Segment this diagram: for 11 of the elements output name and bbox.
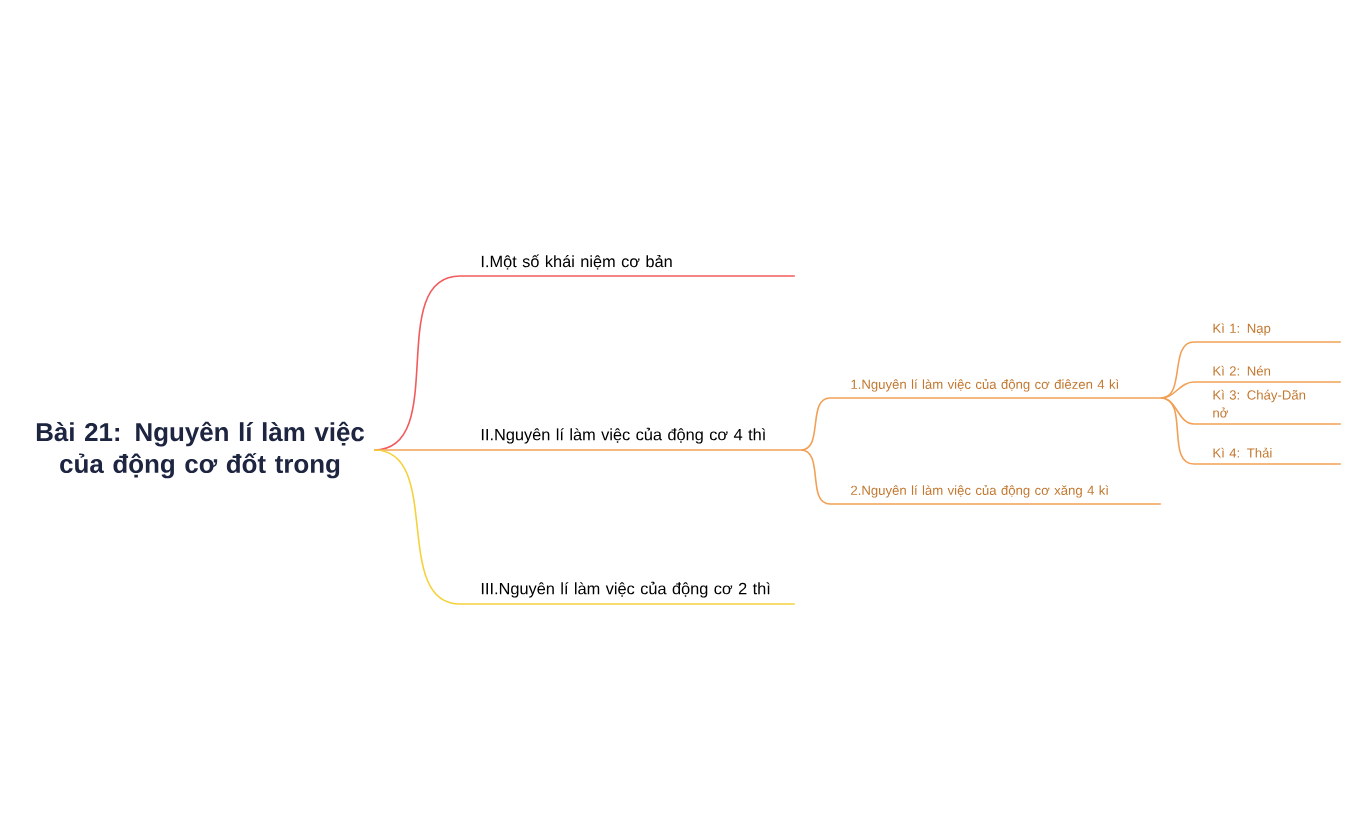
branch-line: [800, 397, 831, 451]
main-branch-topic: II.Nguyên lí làm việc của động cơ 4 thì: [459, 427, 802, 451]
branch-line: [800, 449, 831, 505]
branch-line: [373, 449, 461, 605]
main-branch-topic: III.Nguyên lí làm việc của động cơ 2 thì: [459, 581, 796, 605]
central-topic: Bài 21: Nguyên lí làm việc của động cơ đốt trong: [36, 421, 365, 479]
branch-line: [1160, 381, 1195, 399]
branch-line: [1160, 397, 1195, 465]
main-branch-topic: I.Một số khái niệm cơ bản: [459, 254, 796, 277]
branch-line: [373, 449, 461, 451]
branch-line: [1160, 397, 1195, 425]
